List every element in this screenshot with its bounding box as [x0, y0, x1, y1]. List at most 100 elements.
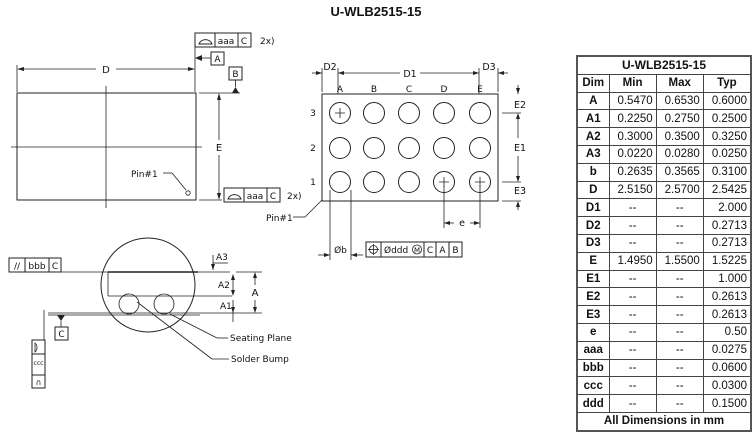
cell-max: --: [655, 287, 704, 307]
cell-dim: E1: [576, 269, 610, 289]
fcf-position: Øddd M C A B: [365, 241, 463, 258]
column-label: E: [477, 85, 483, 95]
cell-min: --: [608, 198, 657, 218]
cell-min: --: [608, 233, 657, 253]
bump-E2: [469, 137, 491, 159]
fcf-bottom: aaa C 2x): [223, 187, 302, 203]
package-outline: [16, 92, 197, 201]
svg-text:E3: E3: [514, 186, 526, 197]
bump-B2: [363, 137, 385, 159]
cell-dim: D1: [576, 198, 610, 218]
profile-surface-icon: [198, 39, 213, 45]
table-row: D3----0.2713: [576, 233, 752, 253]
row-label: 2: [310, 144, 316, 154]
svg-text:aaa: aaa: [247, 192, 264, 202]
bump-E3: [469, 102, 491, 124]
solder-bump-label: Solder Bump: [231, 355, 289, 365]
cell-typ: 0.0250: [702, 144, 752, 164]
cell-min: --: [608, 269, 657, 289]
fcf-parallelism: // bbb C: [8, 257, 62, 273]
detail-circle: [100, 237, 196, 333]
datum-C-box: [54, 326, 69, 341]
cell-max: 0.6530: [655, 91, 704, 111]
svg-text:2x): 2x): [287, 192, 302, 202]
svg-text:ccc: ccc: [34, 360, 44, 367]
table-row: bbb----0.0600: [576, 358, 752, 378]
table-row: E3----0.2613: [576, 305, 752, 324]
cell-dim: E: [576, 251, 610, 271]
bump-center-mark: [335, 108, 345, 118]
table-row: ddd----0.1500: [576, 394, 752, 413]
table-row: ccc----0.0300: [576, 376, 752, 396]
cell-typ: 0.3100: [702, 162, 752, 182]
svg-text:C: C: [241, 37, 247, 47]
cell-typ: 2.000: [702, 198, 752, 218]
side-view: // bbb C C ccc ∩ A3 A2 A1 A: [8, 237, 292, 389]
top-view: D E Pin#1 aaa C 2x) A B: [11, 32, 302, 208]
cell-dim: ddd: [576, 394, 610, 413]
bump-C2: [398, 137, 420, 159]
profile-surface-icon: [34, 342, 38, 353]
cell-max: --: [655, 358, 704, 378]
package-drawing: D E Pin#1 aaa C 2x) A B: [8, 32, 526, 389]
cell-max: --: [655, 322, 704, 342]
cell-dim: A3: [576, 144, 610, 164]
table-footer: All Dimensions in mm: [576, 411, 752, 432]
cell-typ: 0.2613: [702, 287, 752, 307]
cell-typ: 0.0275: [702, 340, 752, 360]
cell-dim: D3: [576, 233, 610, 253]
svg-text:∩: ∩: [36, 378, 42, 387]
table-row: E2----0.2613: [576, 287, 752, 307]
cell-dim: aaa: [576, 340, 610, 360]
cell-min: --: [608, 216, 657, 235]
cell-dim: D: [576, 180, 610, 200]
bump-package-outline: [321, 93, 499, 202]
mmc-modifier-icon: [412, 244, 422, 255]
cell-min: 0.2635: [608, 162, 657, 182]
cell-min: 0.3000: [608, 127, 657, 146]
row-label: 3: [310, 109, 316, 119]
svg-text:Øddd: Øddd: [384, 245, 408, 256]
header-typ: Typ: [702, 73, 752, 93]
cell-dim: E2: [576, 287, 610, 307]
table-row: E1----1.000: [576, 269, 752, 289]
column-label: D: [441, 85, 448, 95]
cell-min: 0.5470: [608, 91, 657, 111]
svg-text:C: C: [427, 246, 433, 256]
fcf-vertical: [31, 339, 46, 389]
svg-text:aaa: aaa: [218, 37, 235, 47]
svg-text:A: A: [439, 246, 446, 256]
cell-min: 0.0220: [608, 144, 657, 164]
cell-max: 0.3500: [655, 127, 704, 146]
cell-max: 1.5500: [655, 251, 704, 271]
cell-min: --: [608, 305, 657, 324]
table-row: D1----2.000: [576, 198, 752, 218]
profile-surface-icon: [227, 194, 242, 200]
cell-dim: A1: [576, 109, 610, 129]
cell-dim: ccc: [576, 376, 610, 396]
bump-C3: [398, 102, 420, 124]
pin1-label-top: Pin#1: [131, 170, 158, 180]
svg-text:C: C: [58, 330, 64, 340]
cell-max: --: [655, 198, 704, 218]
solder-bump: [153, 293, 175, 315]
cell-dim: A2: [576, 127, 610, 146]
cell-max: --: [655, 340, 704, 360]
cell-typ: 0.1500: [702, 394, 752, 413]
cell-dim: A: [576, 91, 610, 111]
svg-text:A3: A3: [216, 253, 228, 263]
table-row: D2----0.2713: [576, 216, 752, 235]
bump-A3: [329, 102, 351, 124]
cell-typ: 0.2713: [702, 233, 752, 253]
cell-max: 2.5700: [655, 180, 704, 200]
cell-typ: 0.2713: [702, 216, 752, 235]
bump-A2: [329, 137, 351, 159]
svg-text:D1: D1: [403, 69, 416, 80]
cell-max: --: [655, 216, 704, 235]
row-label: 1: [310, 178, 316, 188]
